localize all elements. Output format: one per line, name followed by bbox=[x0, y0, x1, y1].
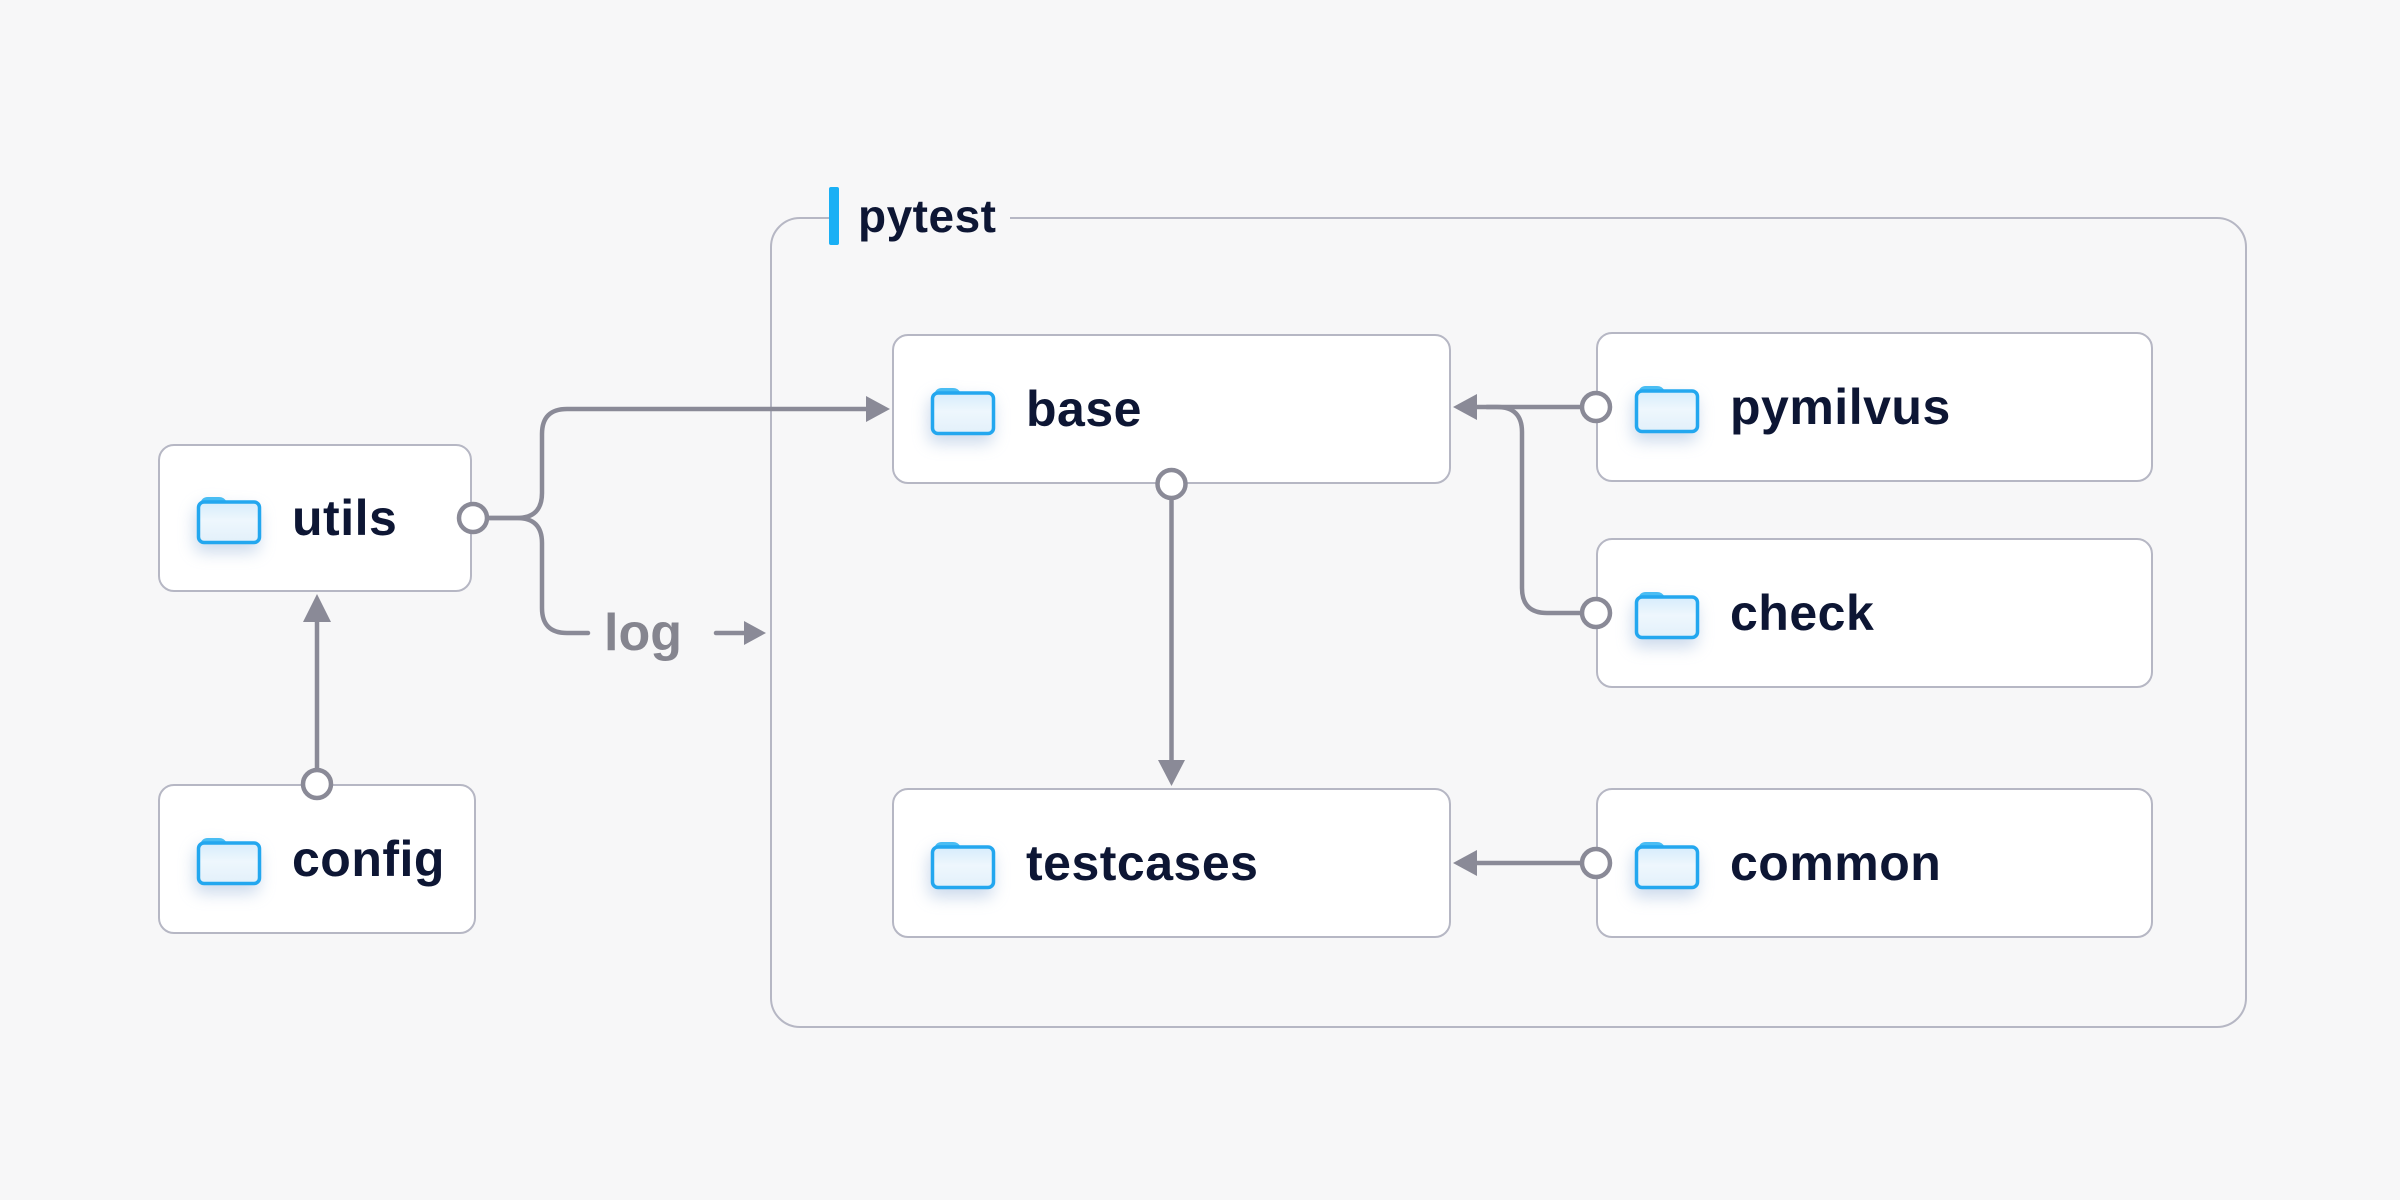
node-check: check bbox=[1596, 538, 2153, 688]
log-edge-label: log bbox=[604, 604, 682, 662]
arrowhead-right-icon bbox=[744, 621, 766, 645]
node-label: utils bbox=[292, 490, 398, 546]
folder-icon bbox=[1634, 386, 1700, 434]
folder-icon bbox=[930, 388, 996, 436]
accent-bar-icon bbox=[829, 187, 839, 245]
node-label: pymilvus bbox=[1730, 379, 1951, 435]
node-pymilvus: pymilvus bbox=[1596, 332, 2153, 482]
node-base: base bbox=[892, 334, 1451, 484]
edge-utils-log bbox=[484, 515, 591, 636]
node-label: config bbox=[292, 831, 445, 887]
node-label: common bbox=[1730, 835, 1942, 891]
arrowhead-up-icon bbox=[303, 594, 331, 622]
node-label: check bbox=[1730, 585, 1875, 641]
node-utils: utils bbox=[158, 444, 472, 592]
folder-icon bbox=[1634, 592, 1700, 640]
pytest-group-title: pytest bbox=[858, 190, 997, 242]
node-label: base bbox=[1026, 381, 1142, 437]
folder-icon bbox=[1634, 842, 1700, 890]
folder-icon bbox=[196, 838, 262, 886]
node-testcases: testcases bbox=[892, 788, 1451, 938]
folder-icon bbox=[196, 497, 262, 545]
node-label: testcases bbox=[1026, 835, 1259, 891]
folder-icon bbox=[930, 842, 996, 890]
node-config: config bbox=[158, 784, 476, 934]
pytest-group-box bbox=[770, 217, 2247, 1028]
node-common: common bbox=[1596, 788, 2153, 938]
pytest-group-label: pytest bbox=[829, 187, 1011, 245]
